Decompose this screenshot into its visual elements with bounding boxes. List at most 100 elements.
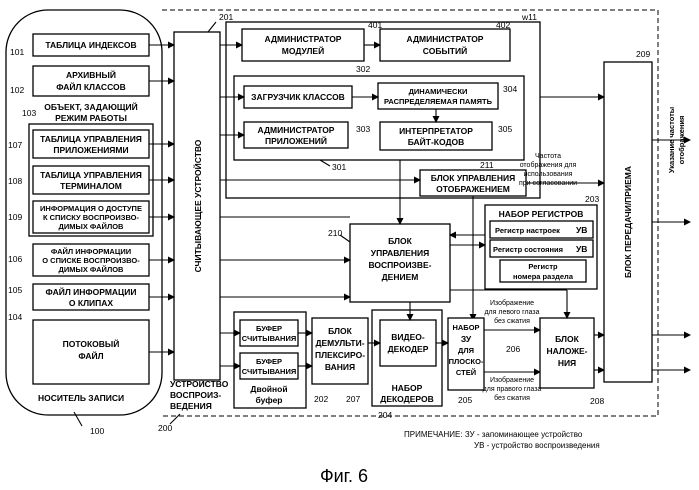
playlist-info-file-line3: ДИМЫХ ФАЙЛОВ <box>59 265 125 274</box>
terminal-mgmt-table-line2: ТЕРМИНАЛОМ <box>60 181 122 191</box>
module-admin-line1: АДМИНИСТРАТОР <box>265 34 342 44</box>
playback-device-line2: ВОСПРОИЗ- <box>170 390 221 400</box>
note-line1: ПРИМЕЧАНИЕ: ЗУ - запоминающее устройство <box>404 430 583 439</box>
terminal-mgmt-table-line1: ТАБЛИЦА УПРАВЛЕНИЯ <box>40 170 142 180</box>
left-eye-line3: без сжатия <box>494 317 530 325</box>
playback-ctrl-number: 210 <box>328 228 342 238</box>
plane-memory-line2: ЗУ <box>461 334 472 344</box>
playback-ctrl-line2: УПРАВЛЕНИЯ <box>371 248 429 258</box>
decoder-set-line2: ДЕКОДЕРОВ <box>380 394 433 404</box>
demux-line1: БЛОК <box>328 326 352 336</box>
bytecode-interpreter-line2: БАЙТ-КОДОВ <box>408 136 465 147</box>
settings-register-tag: УВ <box>576 225 587 235</box>
index-table-number: 101 <box>10 47 24 57</box>
plane-memory-line4: ПЛОСКО- <box>449 357 484 366</box>
demux-line3: ПЛЕКСИРО- <box>315 350 365 360</box>
app-admin-number: 303 <box>356 124 370 134</box>
demux-line4: ВАНИЯ <box>325 362 355 372</box>
refresh-note-line2: отображения для <box>520 161 577 169</box>
settings-register-label: Регистр настроек <box>495 226 560 235</box>
video-decoder-line2: ДЕКОДЕР <box>388 344 429 354</box>
register-set-label: НАБОР РЕГИСТРОВ <box>499 209 584 219</box>
bdj-object-line2: РЕЖИМ РАБОТЫ <box>55 113 127 123</box>
plane-memory-line3: ДЛЯ <box>458 346 474 355</box>
playlist-info-file-number: 106 <box>8 254 22 264</box>
plane-memory-line5: СТЕЙ <box>456 368 476 377</box>
dynamic-memory-line1: ДИНАМИЧЕСКИ <box>409 87 468 96</box>
refresh-indication-line1: Указание частоты <box>667 107 676 173</box>
archive-class-file-line1: АРХИВНЫЙ <box>66 69 116 80</box>
state-register-tag: УВ <box>576 244 587 254</box>
refresh-note-line1: Частота <box>535 153 561 160</box>
demux-number: 207 <box>346 394 360 404</box>
playlist-access-info-line3: ДИМЫХ ФАЙЛОВ <box>59 222 125 231</box>
dynamic-memory-line2: РАСПРЕДЕЛЯЕМАЯ ПАМЯТЬ <box>384 97 493 106</box>
read-buffer-2-line2: СЧИТЫВАНИЯ <box>242 367 296 376</box>
display-ctrl-line2: ОТОБРАЖЕНИЕМ <box>436 184 510 194</box>
class-loader-label: ЗАГРУЗЧИК КЛАССОВ <box>251 92 345 102</box>
reading-device-label: СЧИТЫВАЮЩЕЕ УСТРОЙСТВО <box>192 139 203 272</box>
playlist-info-file-line1: ФАЙЛ ИНФОРМАЦИИ <box>51 247 131 256</box>
left-eye-line2: для левого глаза <box>484 309 539 316</box>
demux-line2: ДЕМУЛЬТИ- <box>315 338 364 348</box>
read-buffer-1-line1: БУФЕР <box>256 324 282 333</box>
transceiver-number: 209 <box>636 49 650 59</box>
app-mgmt-table-number: 107 <box>8 140 22 150</box>
event-admin-number: 402 <box>496 20 510 30</box>
video-decoder-box <box>380 320 436 366</box>
clip-info-file-number: 105 <box>8 285 22 295</box>
archive-class-file-number: 102 <box>10 85 24 95</box>
clip-info-file-line2: О КЛИПАХ <box>69 298 113 308</box>
state-register-label: Регистр состояния <box>493 245 563 254</box>
transceiver-label: БЛОК ПЕРЕДАЧИ/ПРИЕМА <box>623 166 633 278</box>
app-admin-line1: АДМИНИСТРАТОР <box>258 125 335 135</box>
bdj-object-number: 103 <box>22 108 36 118</box>
stream-file-line1: ПОТОКОВЫЙ <box>63 338 120 349</box>
recording-medium-label: НОСИТЕЛЬ ЗАПИСИ <box>38 393 124 403</box>
title-num-register-line2: номера раздела <box>513 272 574 281</box>
index-table-label: ТАБЛИЦА ИНДЕКСОВ <box>45 40 136 50</box>
overlay-line1: БЛОК <box>555 334 579 344</box>
display-ctrl-number: 211 <box>480 160 494 170</box>
stream-file-number: 104 <box>8 312 22 322</box>
left-eye-line1: Изображение <box>490 299 534 307</box>
app-admin-line2: ПРИЛОЖЕНИЙ <box>265 135 327 146</box>
dynamic-memory-number: 304 <box>503 84 517 94</box>
overlay-number: 208 <box>590 396 604 406</box>
playback-ctrl-line1: БЛОК <box>388 236 412 246</box>
video-decoder-line1: ВИДЕО- <box>391 332 425 342</box>
recording-medium-number: 100 <box>90 426 104 436</box>
class-loader-number: 302 <box>356 64 370 74</box>
playback-device-line3: ВЕДЕНИЯ <box>170 401 212 411</box>
double-buffer-line1: Двойной <box>250 384 287 394</box>
title-num-register-line1: Регистр <box>528 262 558 271</box>
double-buffer-number: 202 <box>314 394 328 404</box>
plane-number: 206 <box>506 344 520 354</box>
double-buffer-line2: буфер <box>256 395 283 405</box>
playback-device-number: 200 <box>158 423 172 433</box>
decoder-set-line1: НАБОР <box>392 383 423 393</box>
event-admin-line2: СОБЫТИЙ <box>423 45 467 56</box>
read-buffer-1-line2: СЧИТЫВАНИЯ <box>242 334 296 343</box>
playlist-access-info-line1: ИНФОРМАЦИЯ О ДОСТУПЕ <box>40 204 142 213</box>
bytecode-interpreter-line1: ИНТЕРПРЕТАТОР <box>399 126 473 136</box>
video-decoder-number: 204 <box>378 410 392 420</box>
right-eye-line2: для правого глаза <box>483 386 542 393</box>
plane-memory-number: 205 <box>458 395 472 405</box>
overlay-line3: НИЯ <box>558 358 576 368</box>
platform-group-number: w11 <box>521 12 537 22</box>
register-set-number: 203 <box>585 194 599 204</box>
playback-ctrl-line3: ВОСПРОИЗВЕ- <box>368 260 431 270</box>
module-admin-line2: МОДУЛЕЙ <box>282 45 324 56</box>
playlist-access-info-line2: К СПИСКУ ВОСПРОИЗВО- <box>43 213 140 222</box>
right-eye-line3: без сжатия <box>494 394 530 402</box>
bytecode-interpreter-number: 305 <box>498 124 512 134</box>
app-mgmt-table-line1: ТАБЛИЦА УПРАВЛЕНИЯ <box>40 134 142 144</box>
terminal-mgmt-table-number: 108 <box>8 176 22 186</box>
plane-memory-line1: НАБОР <box>452 323 479 332</box>
playback-ctrl-line4: ДЕНИЕМ <box>382 272 419 282</box>
note-line2: УВ - устройство воспроизведения <box>474 441 600 450</box>
playlist-access-info-number: 109 <box>8 212 22 222</box>
archive-class-file-line2: ФАЙЛ КЛАССОВ <box>56 81 126 92</box>
